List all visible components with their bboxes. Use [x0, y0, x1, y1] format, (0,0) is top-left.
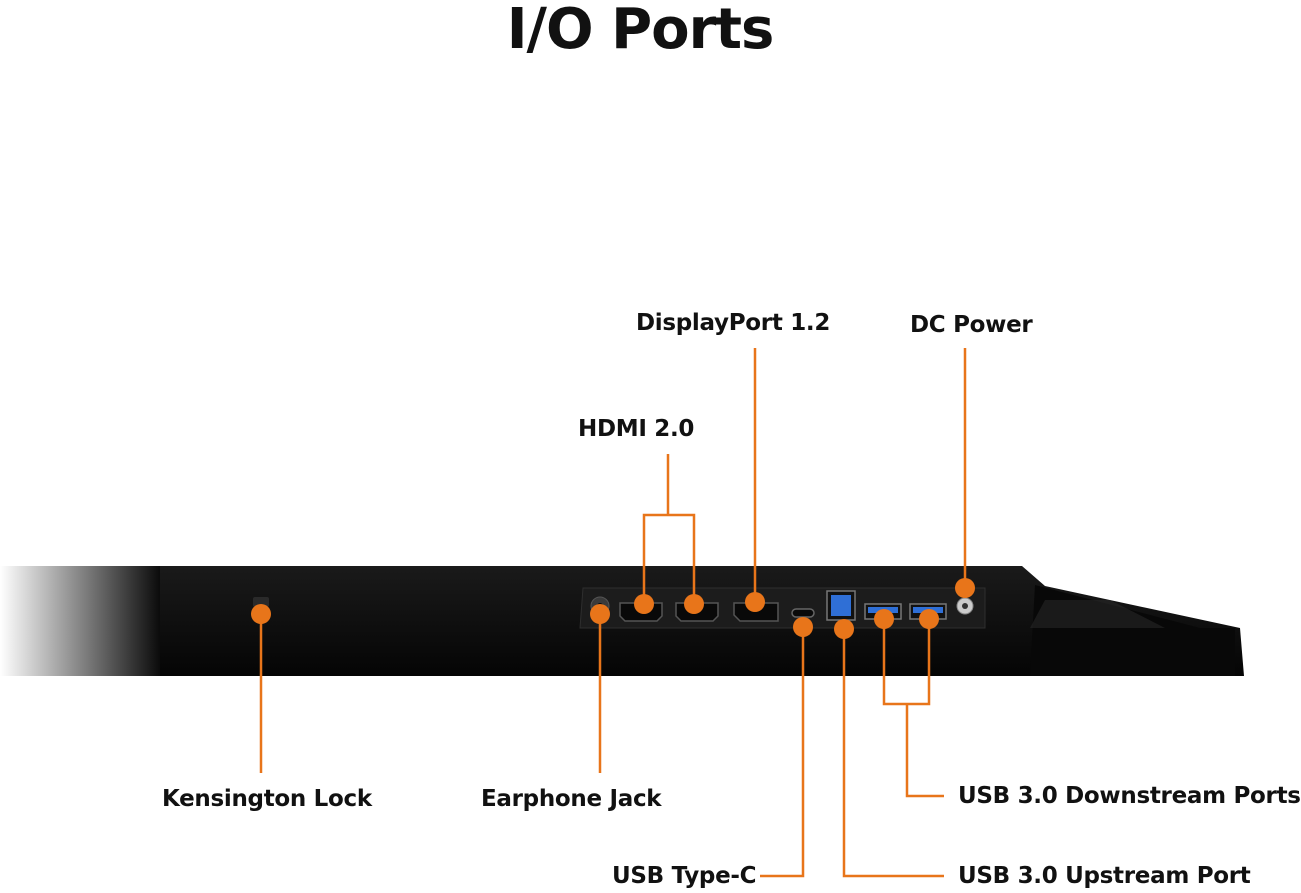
page-title: I/O Ports — [506, 0, 775, 62]
label-usb-downstream: USB 3.0 Downstream Ports — [958, 783, 1301, 809]
usb-downstream-2-callout-dot — [919, 609, 939, 629]
usb-type-c-callout-line — [760, 627, 805, 878]
label-earphone-jack: Earphone Jack — [481, 786, 662, 812]
displayport-port — [733, 602, 779, 622]
usb-upstream-callout-line — [842, 629, 944, 878]
kensington-lock-slot — [253, 597, 269, 607]
hdmi-1-callout-dot — [634, 594, 654, 614]
usb-type-c-callout-dot — [793, 617, 813, 637]
usb-downstream-1-callout-dot — [874, 609, 894, 629]
label-usb-type-c: USB Type-C — [612, 863, 757, 889]
dc-power-port — [956, 597, 974, 615]
hdmi-bracket-line — [642, 513, 696, 604]
label-dc-power: DC Power — [910, 312, 1033, 338]
label-kensington-lock: Kensington Lock — [162, 786, 372, 812]
usb-upstream-callout-dot — [834, 619, 854, 639]
label-usb-upstream: USB 3.0 Upstream Port — [958, 863, 1251, 889]
label-displayport: DisplayPort 1.2 — [636, 310, 831, 336]
hdmi-2-callout-dot — [684, 594, 704, 614]
dc-power-callout-dot — [955, 578, 975, 598]
usb-type-c-port — [791, 608, 815, 618]
label-hdmi: HDMI 2.0 — [578, 416, 695, 442]
kensington-callout-dot — [251, 604, 271, 624]
usb-downstream-callout-line — [905, 704, 944, 798]
displayport-callout-dot — [745, 592, 765, 612]
usb-upstream-port — [826, 590, 856, 621]
earphone-callout-dot — [590, 604, 610, 624]
